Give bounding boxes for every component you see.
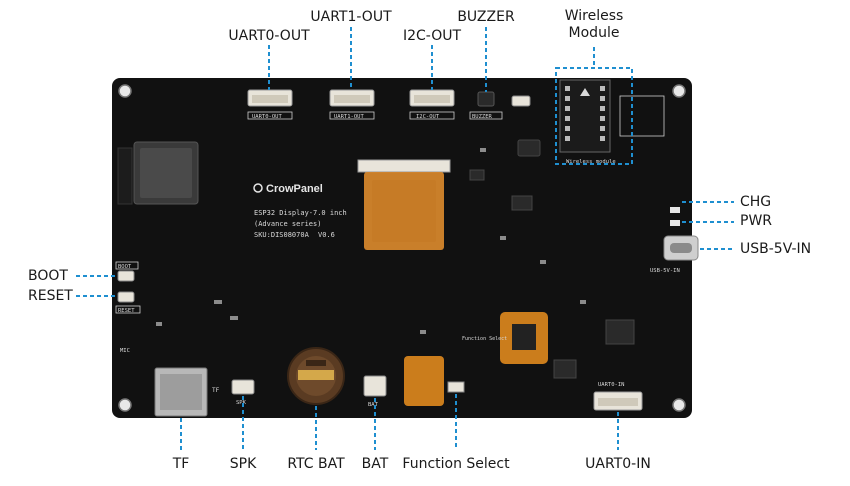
silk-bat: BAT [368,402,379,408]
pad-7 [580,300,586,304]
bat-connector [363,375,387,397]
silk-boot-box [115,261,139,270]
antenna-area [117,147,133,205]
esp32-shield [140,148,192,198]
function-select-switch [447,381,465,393]
buzzer-component [469,91,503,120]
silk-boot: BOOT [118,264,132,270]
mount-hole-top-right [672,84,686,98]
silk-reset: RESET [118,308,135,314]
boot-button [117,270,135,282]
label-tf: TF [172,456,190,472]
mount-hole-top-left [118,84,132,98]
label-chg: CHG [740,194,772,210]
label-usb-5v-in: USB-5V-IN [740,241,812,257]
label-bat: BAT [361,456,389,472]
silk-mic: MIC [120,348,130,354]
mount-hole-bottom-left [118,398,132,412]
label-pwr: PWR [740,213,773,229]
silk-uart1-out: UART1-OUT [334,114,364,120]
label-wireless-module: Wireless Module [565,8,624,42]
silk-reset-box [115,305,141,314]
silk-spk: SPK [236,400,247,406]
mount-hole-bottom-right [672,398,686,412]
pad-3 [480,148,486,152]
pad-2 [230,316,238,320]
kapton-inner-chip [512,324,536,350]
i2c-out-connector [409,89,455,120]
chg-led [670,207,680,213]
pad-8 [156,322,162,326]
label-uart0-out: UART0-OUT [228,28,310,44]
label-wireless-line1: Wireless [564,8,624,24]
small-slide-switch [511,95,531,107]
label-wireless-line2: Module [568,25,620,41]
version-text: V0.6 [318,231,335,239]
pad-5 [420,330,426,334]
lcd-flex-cable [364,172,444,250]
usb-c-port [663,235,699,261]
brand-logo-mark [253,183,263,193]
label-rtc-bat: RTC BAT [287,456,345,472]
label-i2c-out: I2C-OUT [402,28,462,44]
kapton-chip-left [404,356,444,406]
pwr-led [670,220,680,226]
silk-i2c-out: I2C-OUT [416,114,440,120]
chip-small-3 [511,195,533,211]
label-boot: BOOT [28,268,68,284]
wireless-dashed-box [555,67,633,165]
chip-small-4 [605,319,635,345]
silk-function-select: Function Select [462,336,507,342]
label-spk: SPK [229,456,257,472]
silk-usb: USB-5V-IN [650,268,680,274]
model-line-1: ESP32 Display-7.0 inch [254,209,347,217]
flex-cable-shade [372,180,436,242]
silk-uart0-in: UART0-IN [598,382,625,388]
label-function-select: Function Select [402,456,510,472]
spk-connector [231,379,255,395]
chip-small-2 [469,169,485,181]
silk-buzzer: BUZZER [472,114,493,120]
chip-small-5 [553,359,577,379]
silk-uart0-out: UART0-OUT [252,114,282,120]
fpc-connector [357,159,451,173]
label-reset: RESET [28,288,73,304]
label-uart1-out: UART1-OUT [310,9,392,25]
tf-card-slot [154,367,208,417]
silk-tf: TF [212,387,220,394]
brand-logo-text: CrowPanel [266,183,323,195]
silk-wireless-module: Wireless module [566,159,616,165]
pad-6 [500,236,506,240]
uart0-in-connector [593,391,643,411]
label-uart0-in: UART0-IN [585,456,651,472]
pad-4 [540,260,546,264]
chip-small-1 [517,139,541,157]
uart1-out-connector [329,89,375,120]
rtc-battery-holder [287,347,345,405]
sku-text: SKU:DIS08070A [254,231,310,239]
pad-1 [214,300,222,304]
reset-button [117,291,135,303]
label-buzzer: BUZZER [457,9,515,25]
wireless-module-socket [559,79,665,153]
model-line-2: (Advance series) [254,220,321,228]
